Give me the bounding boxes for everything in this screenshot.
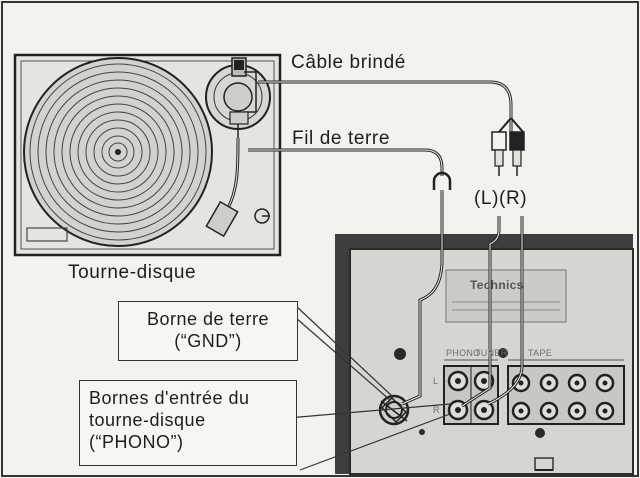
turntable-label: Tourne-disque — [68, 262, 197, 283]
ground-terminal-line-1: Borne de terre — [146, 309, 270, 329]
phono-inputs-callout: Bornes d'entrée du tourne-disque (“PHONO… — [79, 380, 297, 466]
ground-wire-label: Fil de terre — [292, 128, 391, 149]
right-channel-mark: R — [433, 405, 440, 415]
phono-inputs-line-2: tourne-disque — [89, 410, 206, 430]
lr-channel-label: (L)(R) — [474, 188, 528, 209]
phono-jack-label: PHONO — [446, 348, 481, 358]
platter — [23, 57, 213, 247]
ground-terminal-callout: Borne de terre (“GND”) — [118, 301, 298, 361]
phono-inputs-line-3: (“PHONO”) — [89, 432, 184, 452]
turntable-illustration — [13, 53, 282, 257]
tonearm — [205, 57, 271, 238]
ground-terminal-line-2: (“GND”) — [174, 331, 242, 351]
phono-inputs-line-1: Bornes d'entrée du — [89, 388, 250, 408]
shielded-cable-label: Câble brindé — [291, 52, 406, 73]
amp-brand-label: Technics — [470, 278, 524, 292]
ground-wire — [248, 148, 452, 190]
left-channel-mark: L — [433, 376, 439, 386]
leader-lines — [287, 305, 451, 471]
tuner-jack-label: TUNER — [475, 348, 508, 358]
connection-wires — [401, 190, 524, 408]
tape-jack-label: TAPE — [528, 348, 553, 358]
shielded-cable — [258, 80, 525, 176]
